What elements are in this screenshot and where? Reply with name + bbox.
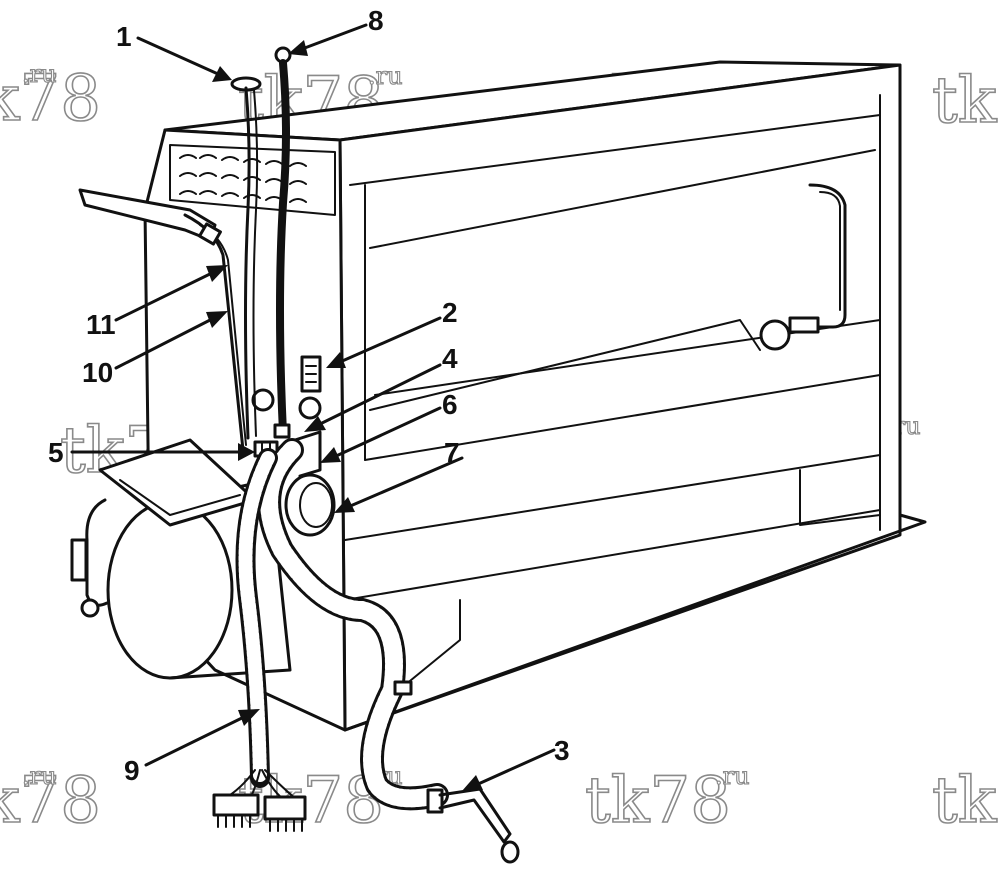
- wire-harness-braid: [238, 451, 275, 785]
- harness-connectors: [212, 769, 307, 832]
- cabinet-edge: [369, 319, 761, 411]
- svg-text:tk78: tk78: [0, 764, 101, 838]
- cable-assembly: [230, 46, 292, 440]
- hose-terminal: [500, 840, 520, 864]
- callout-3: 3: [554, 735, 570, 766]
- cabinet-edge: [344, 509, 881, 601]
- watermark: tk78.ru: [0, 59, 102, 136]
- callout-7: 7: [444, 437, 460, 468]
- cabinet-edge: [799, 469, 881, 526]
- harness-connector-left: [212, 793, 260, 817]
- blower-hood-edge: [119, 479, 241, 516]
- leader-8: [288, 23, 368, 56]
- blower-bracket: [70, 538, 88, 582]
- blower-pipe: [85, 498, 109, 607]
- svg-text:.ru: .ru: [368, 62, 403, 90]
- callout-1: 1: [116, 21, 132, 52]
- leader-11: [114, 265, 228, 322]
- hose-ferrule: [426, 788, 444, 814]
- cabinet-edge: [404, 599, 461, 686]
- cabinet-edge: [349, 114, 881, 186]
- svg-text:.ru: .ru: [22, 60, 57, 88]
- cabinet-base-flange: [343, 513, 927, 732]
- cabinet-edge: [364, 374, 881, 461]
- harness-connector-right: [263, 795, 307, 821]
- mounting-bracket: [293, 430, 322, 478]
- svg-text:tk78: tk78: [585, 764, 731, 838]
- leader-1: [136, 36, 232, 82]
- connector-fitting: [298, 396, 322, 420]
- svg-text:tk78: tk78: [0, 62, 101, 136]
- blower-drum: [106, 500, 234, 680]
- callout-9: 9: [124, 755, 140, 786]
- callout-4: 4: [442, 343, 458, 374]
- blower-fitting: [80, 598, 100, 618]
- leader-10: [114, 311, 228, 370]
- watermark: tk78: [931, 763, 1000, 839]
- port-opening: [284, 473, 336, 537]
- leader-6: [320, 406, 442, 463]
- coolant-pipe: [819, 191, 841, 311]
- leader-5: [70, 443, 255, 461]
- cabinet-edge: [369, 149, 876, 249]
- sensor-lead: [252, 89, 259, 437]
- callout-10: 10: [82, 357, 113, 388]
- leader-4: [304, 363, 442, 432]
- hose-clamp: [393, 680, 413, 696]
- callout-5: 5: [48, 437, 64, 468]
- watermark: tk78.ru: [0, 761, 102, 838]
- handle-clip: [198, 222, 222, 246]
- blower-assembly: [70, 438, 292, 680]
- radiator-fins: [169, 144, 336, 216]
- svg-text:.ru: .ru: [715, 762, 750, 790]
- sensor-grommet: [251, 388, 275, 412]
- leader-3: [462, 748, 556, 791]
- leader-9: [144, 709, 260, 767]
- callouts: 1 2 3 4 5 6 7 8 9 10 11: [48, 5, 570, 786]
- handle-bracket: [78, 188, 247, 452]
- pipe-fitting: [759, 319, 791, 351]
- cable-clamp: [273, 423, 291, 439]
- watermark: tk78.ru: [237, 761, 403, 838]
- sensor-lead: [244, 86, 251, 440]
- svg-text:tk78: tk78: [238, 764, 384, 838]
- hose-tube: [438, 787, 512, 844]
- coolant-pipe: [806, 183, 847, 329]
- pipe-fitting: [788, 316, 820, 334]
- leader-7: [334, 456, 464, 513]
- svg-text:tk78: tk78: [932, 64, 1000, 138]
- callout-11: 11: [86, 309, 116, 340]
- callout-6: 6: [442, 389, 458, 420]
- fuel-hose-braid: [260, 441, 446, 808]
- svg-text:tk78: tk78: [932, 764, 1000, 838]
- leader-2: [326, 316, 442, 368]
- callout-8: 8: [368, 5, 384, 36]
- watermark: tk78: [931, 63, 1000, 139]
- watermark: tk78.ru: [584, 761, 750, 838]
- ground-cable: [276, 59, 290, 437]
- port-opening-inner: [299, 482, 333, 528]
- svg-text:.ru: .ru: [22, 762, 57, 790]
- callout-2: 2: [442, 297, 458, 328]
- leader-lines: [70, 23, 556, 791]
- cabinet-edge: [344, 454, 881, 541]
